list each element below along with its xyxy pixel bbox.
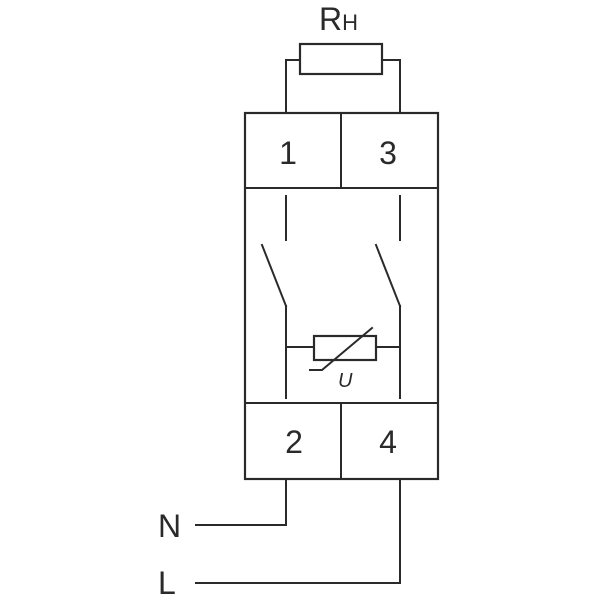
device-housing: 1 3 2 4 [243, 111, 440, 481]
varistor-label: U [338, 370, 353, 392]
contact-right-blade [374, 243, 402, 308]
terminal-2-label: 2 [285, 424, 303, 460]
varistor: U [285, 326, 401, 392]
resistor-lead-left [285, 59, 301, 114]
terminal-3-label: 3 [379, 135, 397, 171]
live-wire [195, 478, 401, 584]
resistor-lead-right [381, 59, 401, 114]
resistor-symbol [298, 42, 384, 76]
relay-contacts [260, 195, 402, 399]
resistor-label-main: R [319, 1, 342, 37]
neutral-wire [195, 478, 287, 526]
supply-lines: N L [158, 478, 401, 600]
neutral-label: N [158, 508, 181, 544]
resistor-branch: RH [285, 1, 401, 114]
live-label: L [158, 565, 176, 600]
varistor-symbol [312, 334, 378, 362]
contact-left-blade [260, 243, 288, 308]
terminal-4-label: 4 [379, 424, 397, 460]
resistor-label-sub: H [342, 10, 358, 35]
terminal-1-label: 1 [279, 135, 297, 171]
resistor-label: RH [319, 1, 358, 37]
varistor-slash [309, 326, 374, 371]
